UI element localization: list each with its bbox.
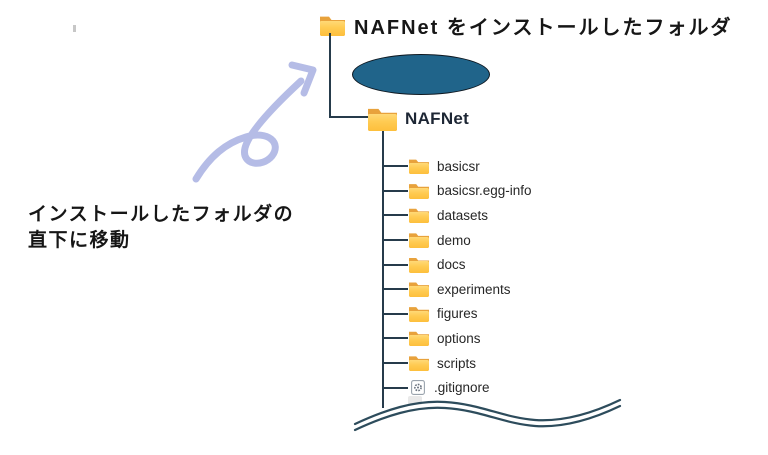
folder-icon <box>409 207 429 224</box>
tree-branch-line <box>383 288 408 291</box>
folder-icon <box>320 15 345 36</box>
tree-item-demo: demo <box>383 228 532 253</box>
tree-line-children-vertical <box>382 131 384 408</box>
tree-item-basicsr: basicsr <box>383 154 532 179</box>
tree-item-label: scripts <box>437 355 477 371</box>
tree-branch-line <box>383 386 408 389</box>
folder-tree: basicsr basicsr.egg-info datasets demo d… <box>383 154 532 400</box>
tree-item-label: basicsr <box>437 158 480 174</box>
tree-branch-line <box>383 214 408 217</box>
tree-item-label: options <box>437 330 481 346</box>
tree-branch-line <box>383 337 408 340</box>
truncated-item <box>408 396 422 405</box>
tree-item-label: .gitignore <box>434 380 490 396</box>
tree-item-options: options <box>383 326 532 351</box>
folder-icon <box>409 281 429 298</box>
nafnet-folder-row: NAFNet <box>368 107 469 131</box>
curved-arrow-head-icon <box>288 61 317 97</box>
gear-file-icon <box>411 380 425 396</box>
folder-icon <box>409 306 429 322</box>
annotation-line1: インストールしたフォルダの <box>28 204 295 225</box>
tree-item-gitignore: .gitignore <box>383 375 532 400</box>
tree-branch-line <box>383 312 408 315</box>
annotation-note: インストールしたフォルダの 直下に移動 <box>28 202 294 254</box>
tree-item-label: figures <box>437 306 478 322</box>
tree-branch-line <box>383 165 408 168</box>
highlight-ellipse <box>352 54 490 95</box>
tree-item-label: docs <box>437 257 466 273</box>
wave-line-upper <box>353 398 622 426</box>
folder-icon <box>409 330 429 347</box>
curved-arrow-body <box>192 77 305 183</box>
tree-branch-line <box>383 239 408 242</box>
tree-branch-line <box>383 362 408 365</box>
wave-line-lower <box>353 404 622 432</box>
stray-mark <box>73 25 76 32</box>
tree-branch-line <box>383 189 408 192</box>
folder-icon <box>368 107 397 131</box>
tree-item-basicsr-egg-info: basicsr.egg-info <box>383 179 532 204</box>
tree-item-experiments: experiments <box>383 277 532 302</box>
tree-item-label: demo <box>437 232 471 248</box>
tree-item-label: experiments <box>437 281 511 297</box>
folder-icon <box>409 355 429 372</box>
root-folder-label: NAFNet をインストールしたフォルダ <box>354 17 733 39</box>
folder-icon <box>409 257 429 273</box>
root-folder-row: NAFNet をインストールしたフォルダ <box>320 11 733 40</box>
tree-item-figures: figures <box>383 302 532 327</box>
tree-item-datasets: datasets <box>383 203 532 228</box>
tree-line-root-vertical <box>329 33 331 118</box>
annotation-line2: 直下に移動 <box>28 230 131 251</box>
folder-icon <box>409 158 429 175</box>
folder-icon <box>409 232 429 249</box>
folder-icon <box>409 183 429 199</box>
tree-item-scripts: scripts <box>383 351 532 376</box>
tree-item-label: datasets <box>437 207 489 223</box>
tree-item-label: basicsr.egg-info <box>437 183 532 199</box>
nafnet-folder-label: NAFNet <box>405 109 470 128</box>
torn-edge-wave <box>353 398 622 432</box>
curved-arrow <box>192 61 317 183</box>
tree-branch-line <box>383 263 408 266</box>
tree-item-docs: docs <box>383 252 532 277</box>
tree-line-root-elbow <box>329 116 368 118</box>
